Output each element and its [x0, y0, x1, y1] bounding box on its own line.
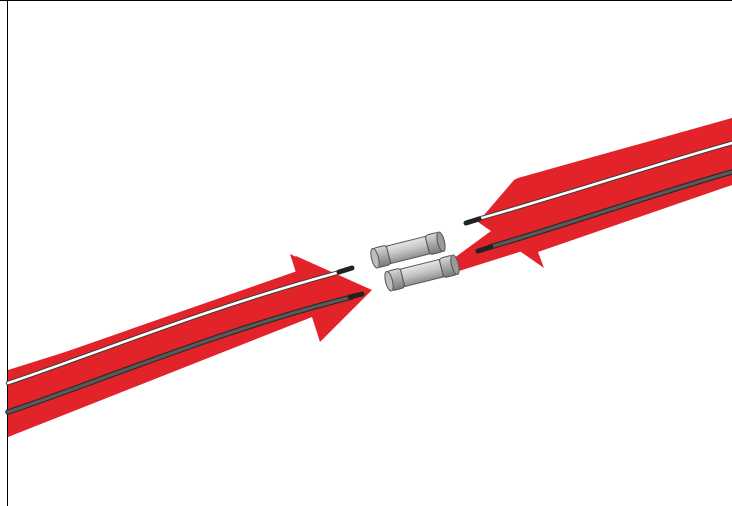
arrow-left-icon — [440, 118, 732, 277]
fuse-icon — [370, 231, 446, 269]
left-dark-wire — [5, 291, 365, 415]
left-white-wire — [5, 265, 355, 386]
right-white-wire — [463, 140, 732, 226]
fuse-icon — [384, 254, 460, 292]
right-dark-wire — [475, 169, 732, 254]
